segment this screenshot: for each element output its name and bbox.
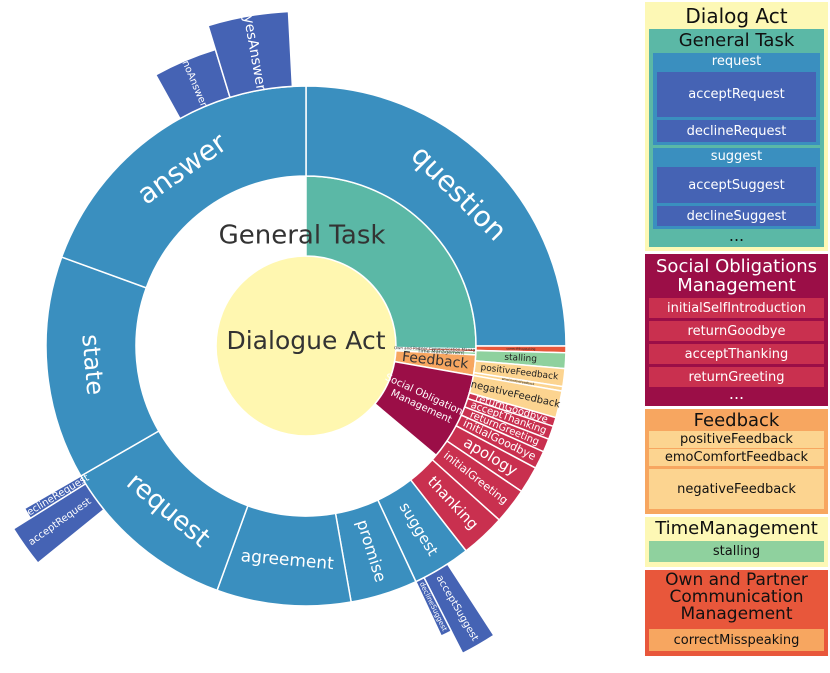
legend-item-stalling: stalling — [649, 541, 824, 562]
legend-item-accept-thanking: acceptThanking — [649, 344, 824, 364]
legend-time-management: TimeManagement stalling — [645, 517, 828, 567]
legend-root: Dialog Act General Task request acceptRe… — [645, 2, 828, 251]
ring2-label-correct-misspeaking: correctMisspeaking — [506, 347, 535, 351]
ring1-label-own-partner: Own and Partner Communication Management — [394, 345, 489, 352]
ring2-label-emo-comfort-feedback: emoComfortFeedback — [501, 377, 535, 386]
legend-item-positive-feedback: positiveFeedback — [649, 431, 824, 448]
ring3-yes-answer — [207, 10, 294, 99]
legend-item-return-greeting: returnGreeting — [649, 367, 824, 387]
ring2-question — [305, 85, 567, 347]
ring1-label-general-task: General Task — [219, 221, 386, 251]
legend-own-partner-title: Own and Partner Communication Management — [665, 570, 808, 624]
legend-request-title: request — [711, 54, 762, 69]
legend-general-task: General Task request acceptRequest decli… — [649, 29, 824, 247]
legend-request-group: request acceptRequest declineRequest — [653, 53, 820, 145]
legend-social-ellipsis: ... — [728, 384, 745, 403]
ring2-label-state: state — [76, 333, 109, 396]
legend-social-obligations: Social Obligations Management initialSel… — [645, 254, 828, 406]
ring2-answer — [60, 85, 307, 289]
legend-item-emo-comfort-feedback: emoComfortFeedback — [649, 449, 824, 466]
ring1-label-feedback: Feedback — [401, 349, 470, 373]
ring3-decline-suggest — [414, 576, 453, 638]
legend-panel: Dialog Act General Task request acceptRe… — [645, 2, 828, 659]
ring3-decline-request — [23, 474, 87, 520]
legend-general-task-title: General Task — [678, 30, 795, 51]
legend-general-task-ellipsis: ... — [728, 226, 745, 245]
legend-suggest-group: suggest acceptSuggest declineSuggest — [653, 148, 820, 229]
legend-item-accept-suggest: acceptSuggest — [657, 167, 816, 203]
legend-item-decline-suggest: declineSuggest — [657, 206, 816, 226]
legend-feedback: Feedback positiveFeedback emoComfortFeed… — [645, 409, 828, 514]
legend-own-partner: Own and Partner Communication Management… — [645, 570, 828, 656]
ring1-label-time-management: Time Management — [416, 348, 464, 356]
legend-item-initial-self-introduction: initialSelfIntroduction — [649, 298, 824, 318]
legend-suggest-title: suggest — [710, 149, 763, 164]
legend-title: Dialog Act — [685, 4, 788, 28]
legend-item-negative-feedback: negativeFeedback — [649, 469, 824, 509]
legend-item-accept-request: acceptRequest — [657, 72, 816, 117]
legend-item-return-goodbye: returnGoodbye — [649, 321, 824, 341]
center-label: Dialogue Act — [226, 326, 385, 355]
legend-item-decline-request: declineRequest — [657, 120, 816, 142]
ring2-label-stalling: stalling — [504, 353, 537, 365]
legend-social-title: Social Obligations Management — [656, 256, 817, 296]
legend-feedback-title: Feedback — [693, 410, 780, 431]
legend-item-correct-misspeaking: correctMisspeaking — [649, 629, 824, 651]
legend-time-title: TimeManagement — [655, 518, 818, 539]
